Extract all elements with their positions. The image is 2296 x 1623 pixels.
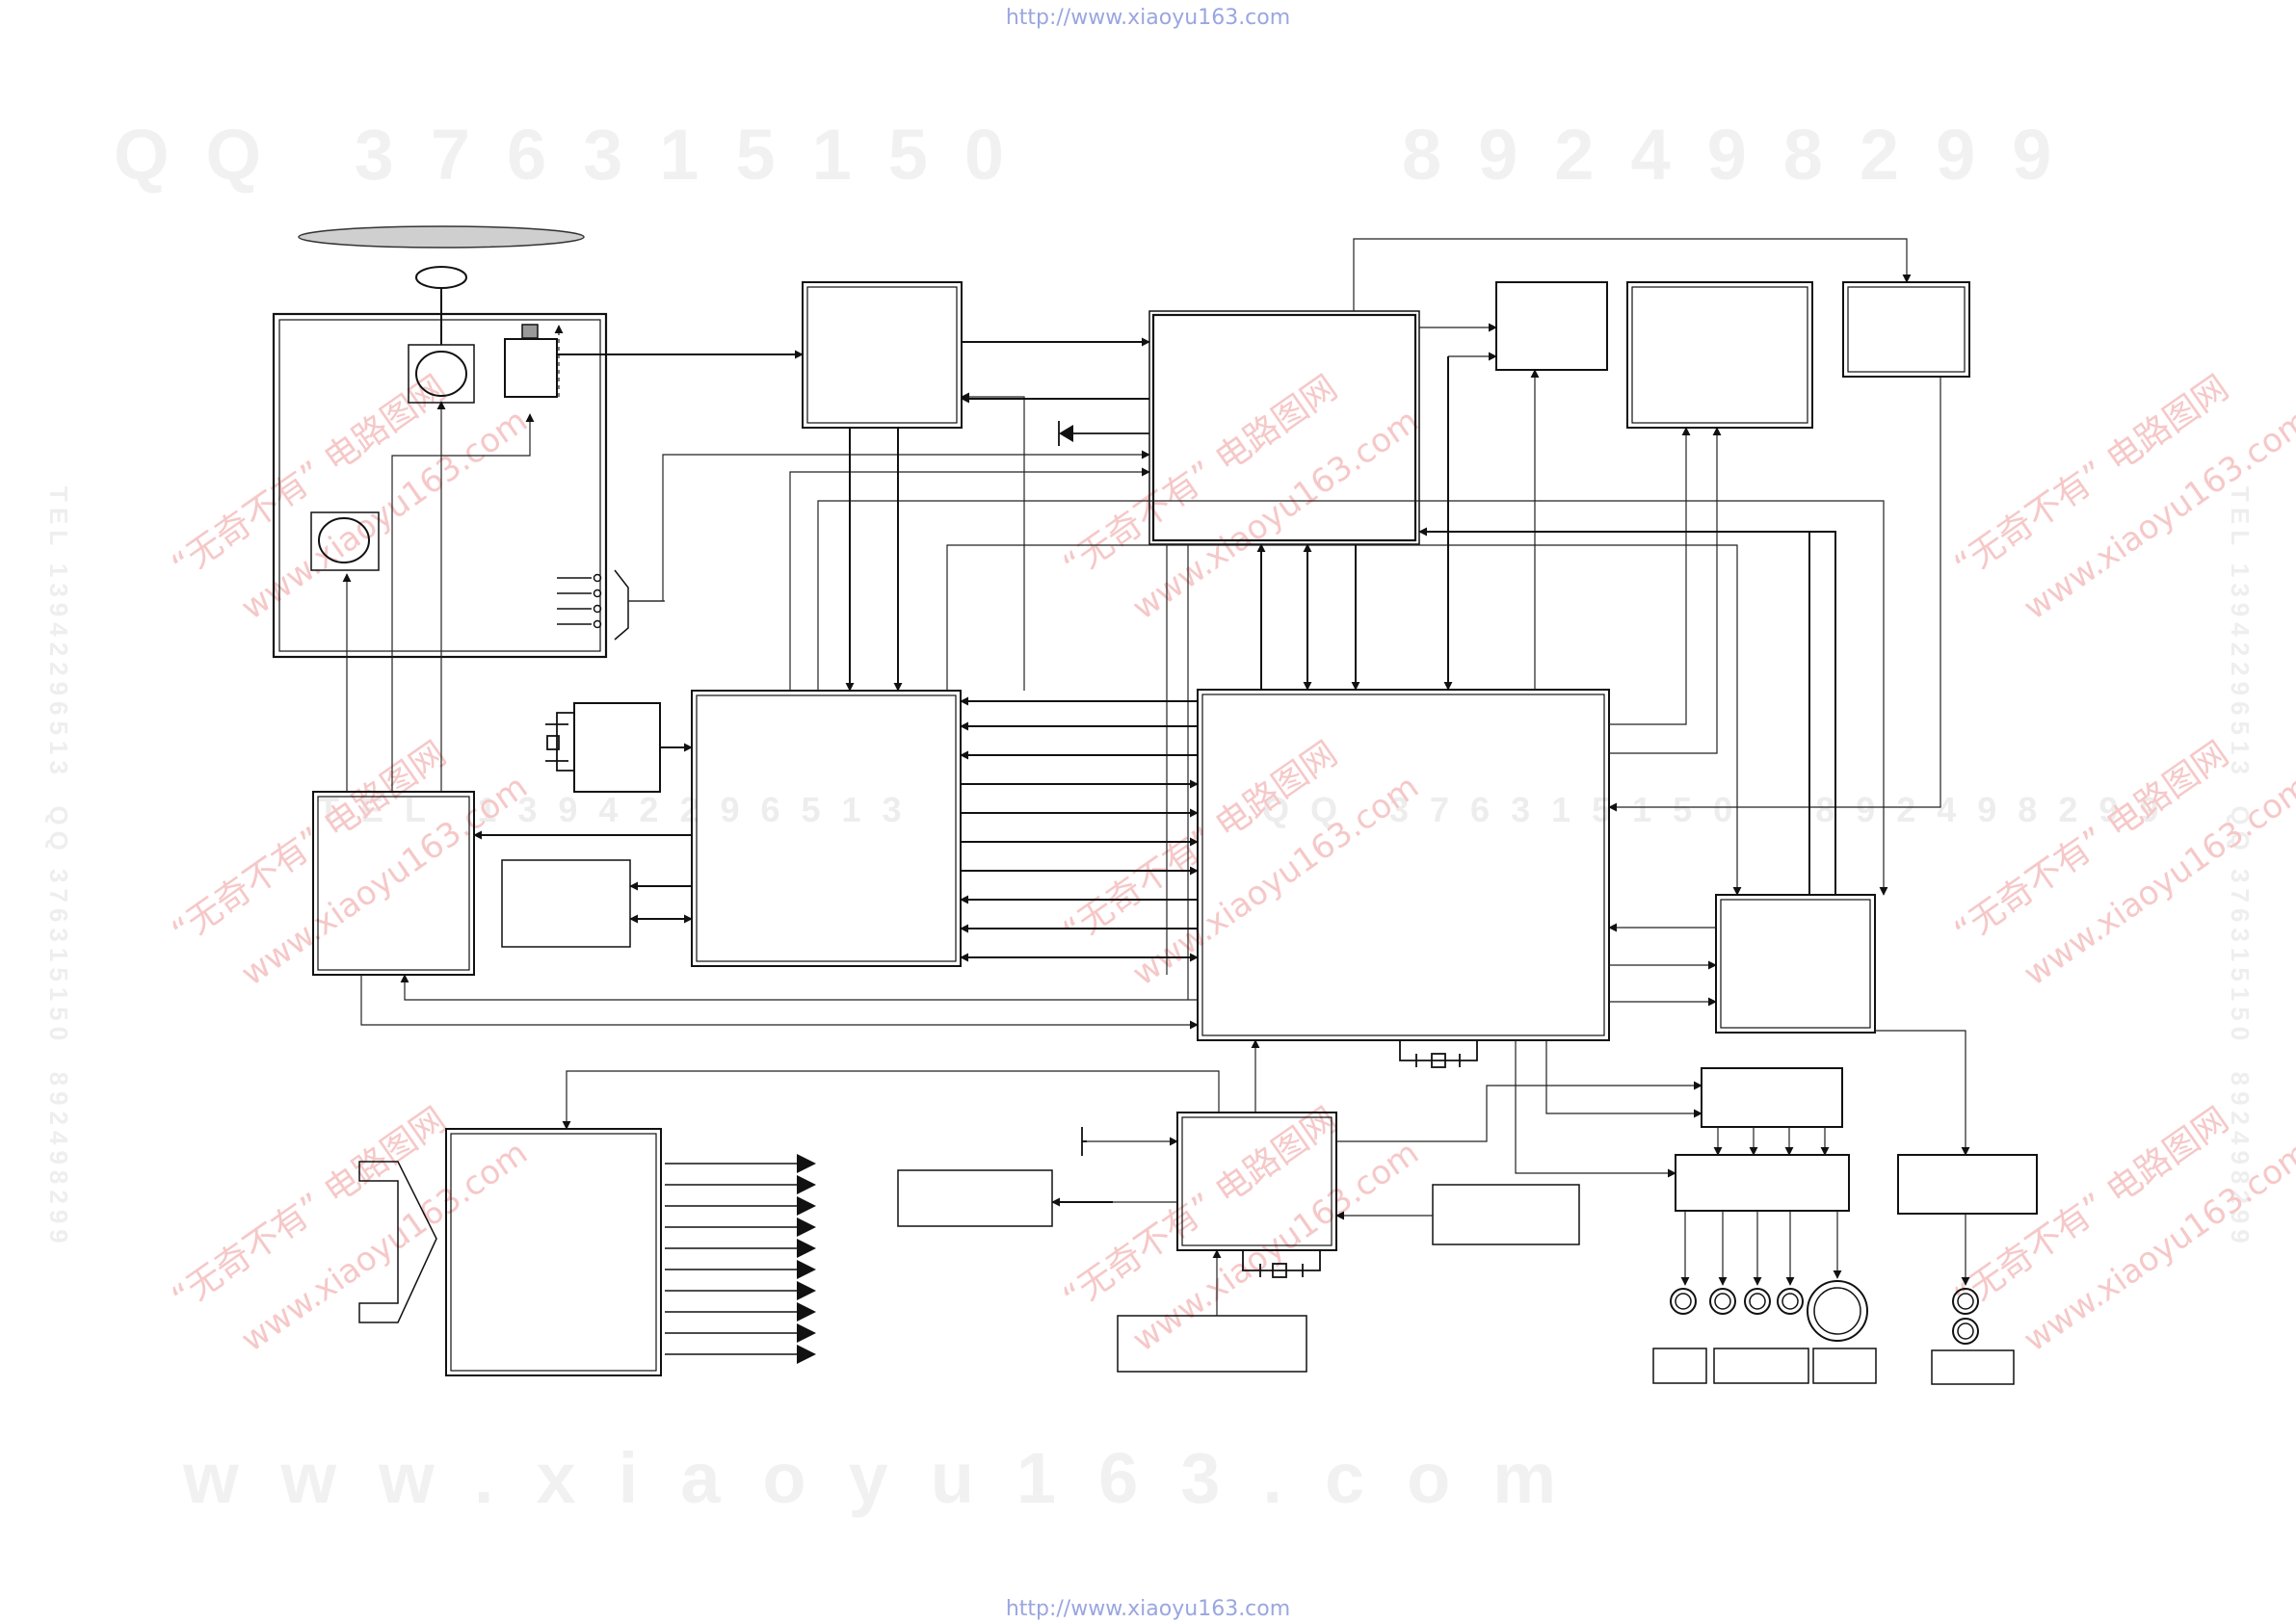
front-panel-outputs — [665, 1154, 816, 1364]
display-block — [1626, 281, 1813, 429]
dram-block — [501, 859, 631, 948]
jack-label-boxes — [1652, 1348, 2015, 1385]
output-block — [897, 1169, 1053, 1227]
video-output-jacks — [1670, 1280, 1868, 1342]
loader-unit-block — [272, 266, 608, 659]
clock-block — [573, 702, 661, 793]
rf-amp-block — [802, 281, 963, 429]
header-url[interactable]: http://www.xiaoyu163.com — [1005, 6, 1291, 30]
video-encoder-block — [1701, 1067, 1843, 1128]
system-control-block — [1176, 1112, 1337, 1251]
dsp-block — [691, 690, 962, 967]
front-panel-block — [445, 1128, 662, 1376]
memory-block — [1495, 281, 1608, 371]
input-arrow-shape — [358, 1161, 437, 1323]
flash-block — [1842, 281, 1970, 378]
watermark-tel-middle: TEL 13942296513 — [318, 790, 923, 829]
video-amp-block — [1675, 1154, 1850, 1212]
bus-lines — [473, 337, 1836, 1203]
audio-dac-block — [1715, 894, 1876, 1034]
motor-driver-block — [312, 791, 475, 976]
footer-url[interactable]: http://www.xiaoyu163.com — [1005, 1597, 1291, 1621]
crystal-symbols — [545, 421, 1478, 1278]
watermark-number: 892498299 — [1402, 115, 2089, 195]
main-processor-block — [1197, 689, 1610, 1041]
disc — [298, 225, 585, 249]
audio-output-jacks — [1952, 1288, 1979, 1345]
watermark-qq-middle: QQ 376315150 892498299 — [1262, 790, 2180, 829]
remote-sensor-block — [1432, 1184, 1580, 1245]
audio-amp-block — [1897, 1154, 2038, 1215]
watermark-qq: QQ 376315150 — [114, 115, 1042, 195]
power-block — [1117, 1315, 1307, 1373]
servo-processor-block — [1148, 310, 1420, 545]
watermark-website: www.xiaoyu163.com — [183, 1438, 1599, 1518]
blocks — [272, 225, 2038, 1385]
